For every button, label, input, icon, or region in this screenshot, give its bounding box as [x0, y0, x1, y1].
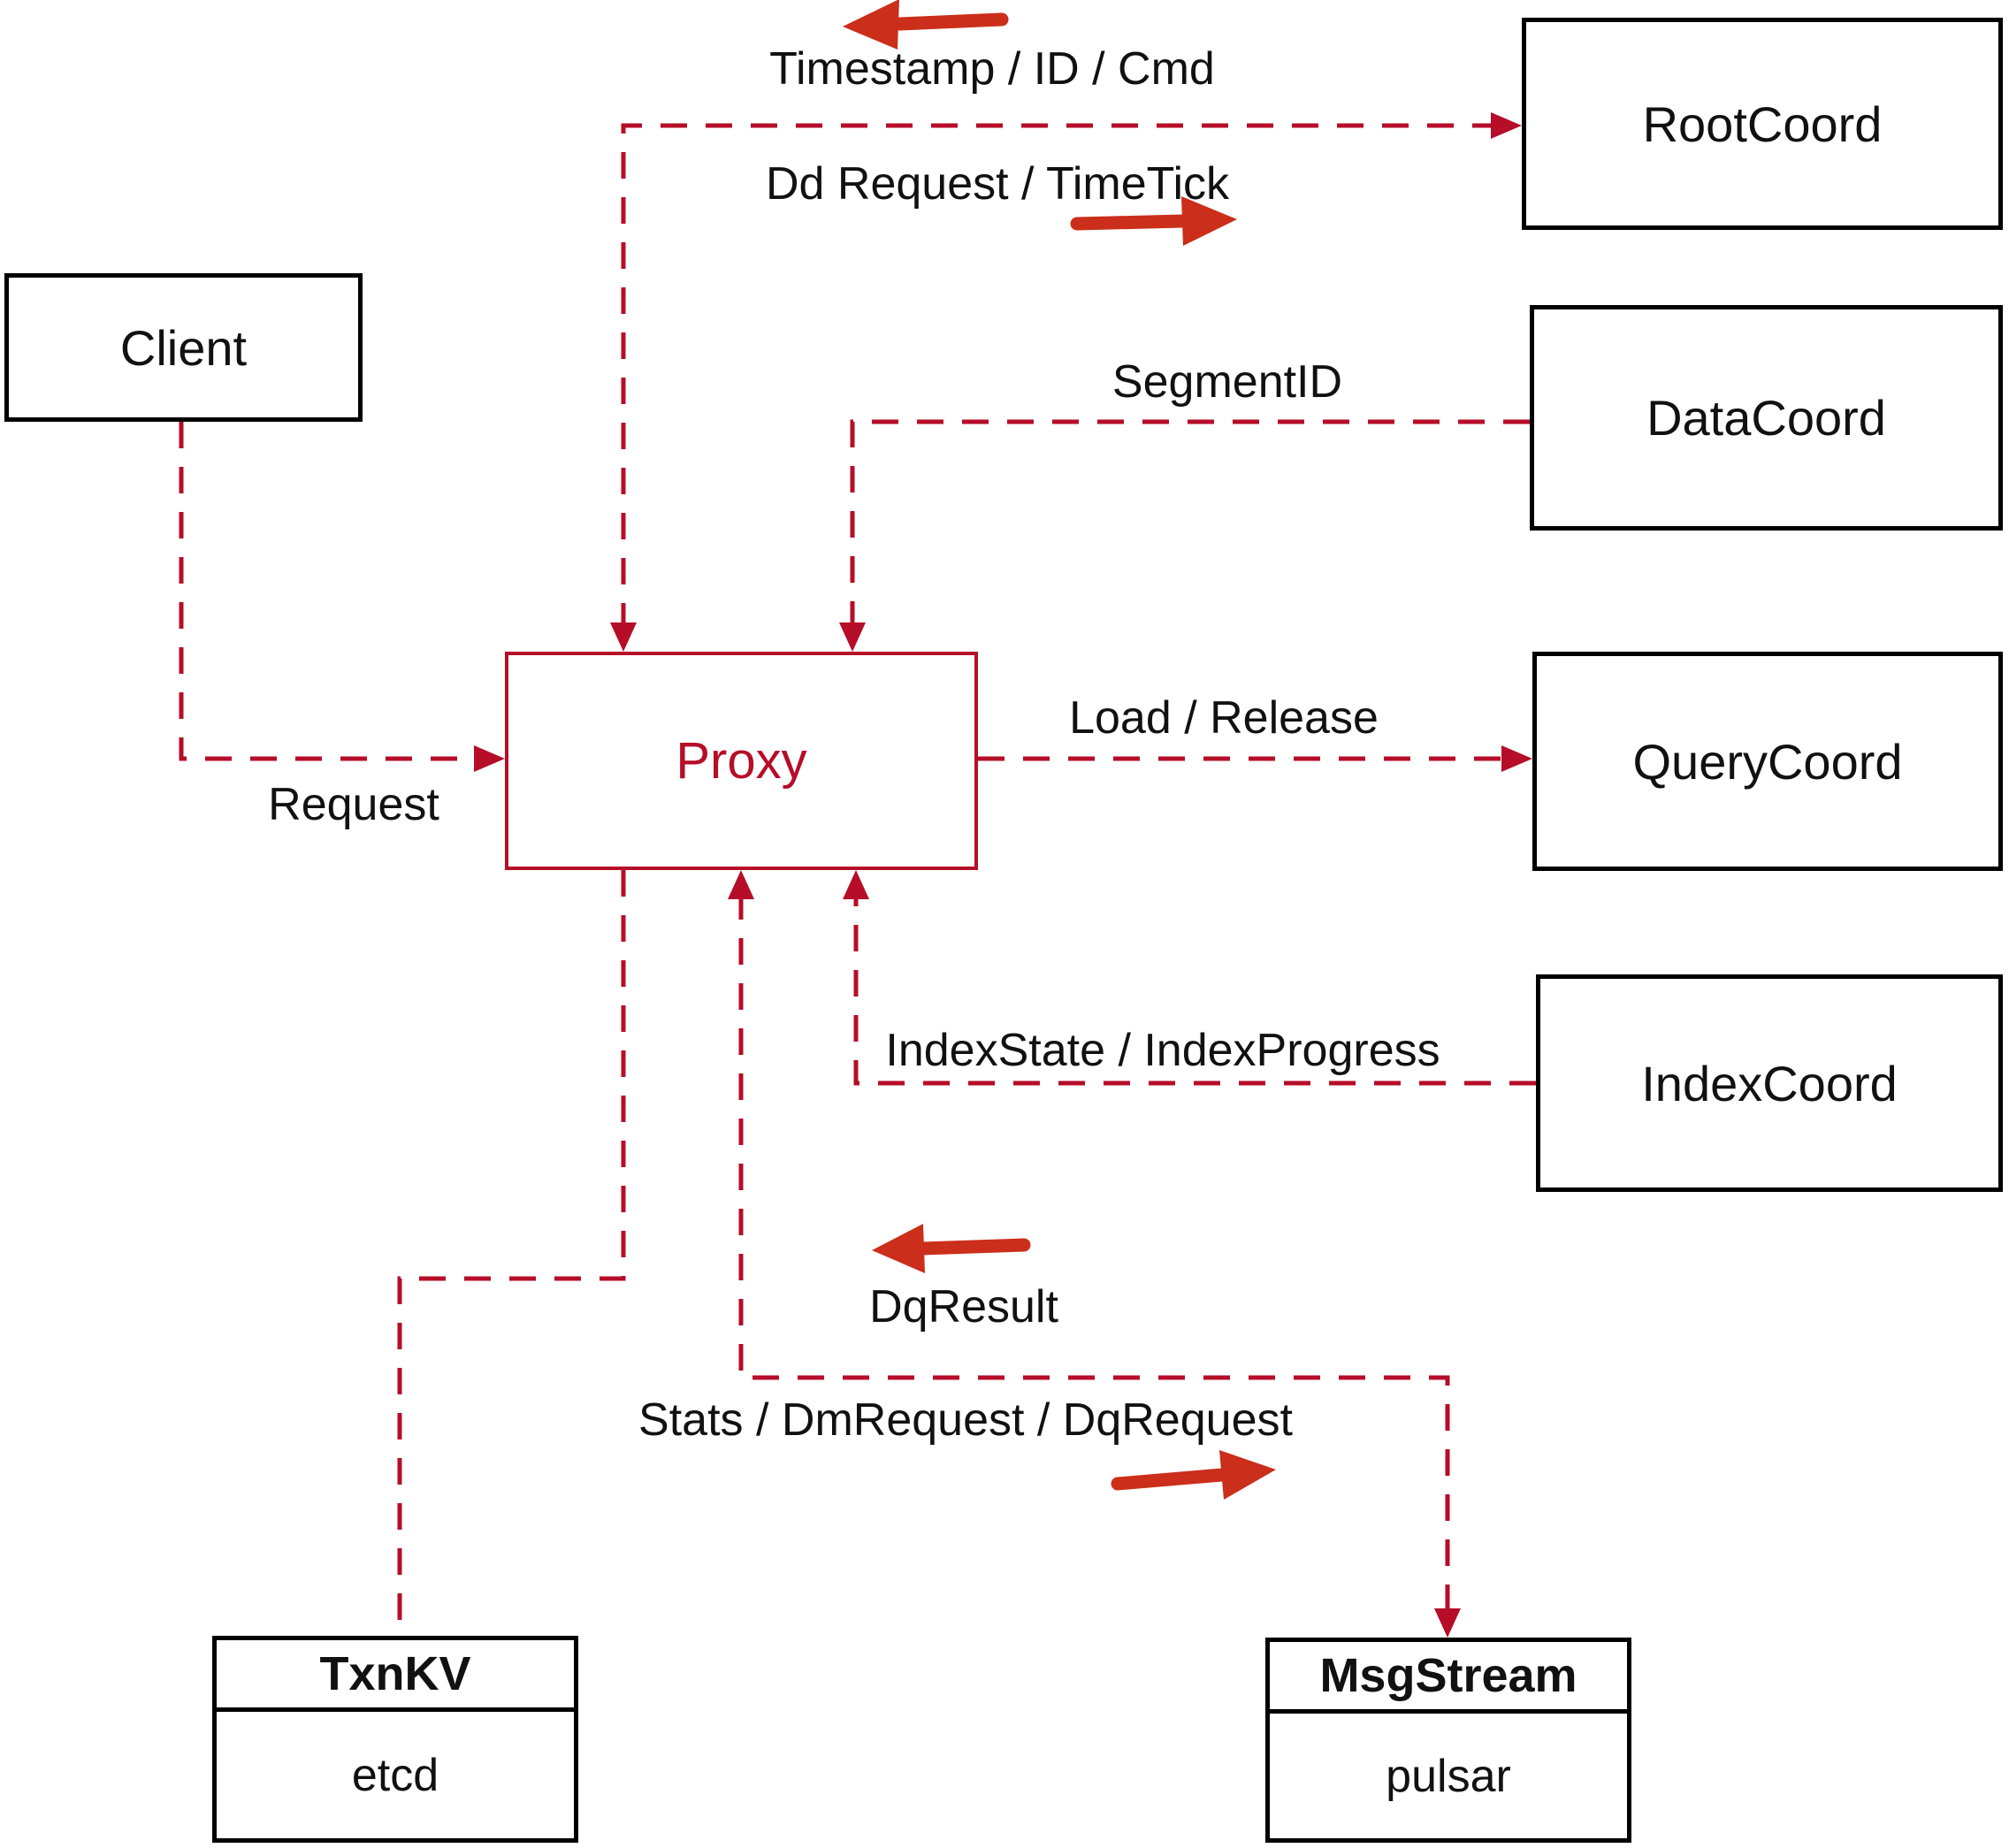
client-label: Client [119, 319, 248, 376]
arrowhead-into-msgstream [1434, 1608, 1461, 1638]
direction-arrow-right-ddrequest [1070, 196, 1237, 246]
edge-proxy-rootcoord [621, 123, 1496, 630]
querycoord-label: QueryCoord [1632, 733, 1903, 790]
edge-proxy-msgstream [738, 893, 1450, 1615]
direction-arrow-left-timestamp [843, 0, 1009, 50]
edge-label-segmentid: SegmentID [1111, 356, 1343, 408]
datacoord-node: DataCoord [1530, 305, 2003, 531]
direction-arrow-right-stats [1111, 1450, 1276, 1500]
client-node: Client [4, 273, 363, 422]
datacoord-label: DataCoord [1646, 390, 1886, 446]
arrowhead-into-rootcoord [1491, 112, 1522, 139]
querycoord-node: QueryCoord [1532, 652, 2003, 871]
rootcoord-node: RootCoord [1522, 18, 2003, 230]
arrowhead-into-proxy-left [474, 745, 505, 772]
arrowhead-into-proxy-bottom-right [843, 870, 869, 899]
arrowhead-into-proxy-top-right [839, 622, 866, 652]
edge-label-dd-request-timetick: Dd Request / TimeTick [765, 158, 1230, 210]
proxy-node: Proxy [505, 652, 978, 870]
edge-label-request: Request [268, 779, 439, 830]
edge-proxy-txnkv [397, 870, 626, 1634]
msgstream-title: MsgStream [1270, 1642, 1627, 1714]
edge-client-proxy [179, 422, 482, 761]
edge-datacoord-proxy [850, 419, 1530, 630]
msgstream-node: MsgStream pulsar [1265, 1638, 1631, 1843]
edge-label-load-release: Load / Release [1069, 692, 1379, 744]
txnkv-title: TxnKV [217, 1640, 574, 1712]
txnkv-backend: etcd [351, 1749, 439, 1801]
edge-label-indexstate-indexprogress: IndexState / IndexProgress [885, 1025, 1440, 1076]
arrowhead-into-proxy-top-left [610, 622, 637, 652]
arrowhead-into-querycoord [1501, 745, 1532, 772]
edge-indexcoord-proxy [853, 893, 1536, 1086]
indexcoord-node: IndexCoord [1536, 974, 2003, 1192]
direction-arrow-left-dqresult [872, 1224, 1031, 1273]
msgstream-backend: pulsar [1386, 1750, 1511, 1802]
arrowhead-into-proxy-bottom-left [728, 870, 754, 899]
indexcoord-label: IndexCoord [1641, 1055, 1898, 1111]
txnkv-node: TxnKV etcd [212, 1636, 578, 1843]
edge-label-stats-dmrequest-dqrequest: Stats / DmRequest / DqRequest [638, 1394, 1293, 1446]
proxy-label: Proxy [676, 732, 807, 790]
edge-label-timestamp-id-cmd: Timestamp / ID / Cmd [769, 43, 1215, 95]
edge-label-dqresult: DqResult [869, 1281, 1058, 1333]
rootcoord-label: RootCoord [1642, 95, 1883, 152]
